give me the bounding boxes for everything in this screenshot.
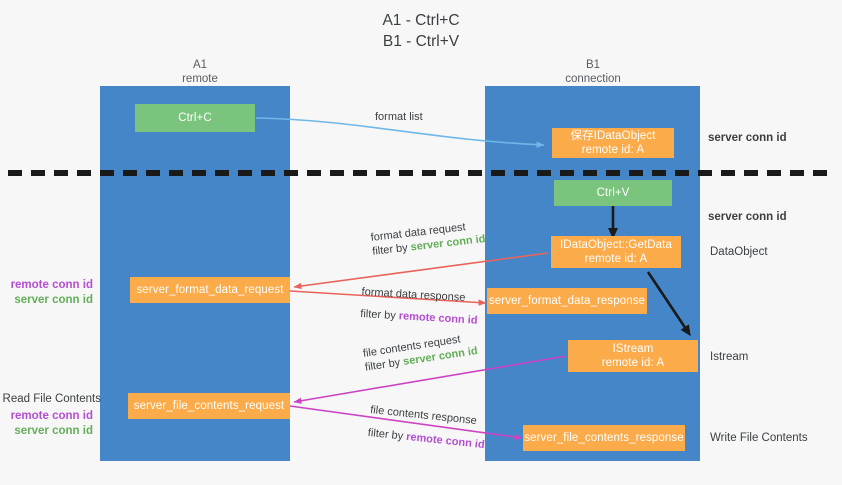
box-ctrl-v[interactable]: Ctrl+V <box>554 180 672 206</box>
label-read-file-contents: Read File Contents <box>2 393 101 405</box>
lane-a1-role: remote <box>182 73 218 85</box>
box-ctrl-v-label: Ctrl+V <box>596 187 630 199</box>
label-file-server-conn-id: server conn id <box>14 425 93 437</box>
lane-a1-name: A1 <box>192 59 208 71</box>
box-istream[interactable]: IStream remote id: A <box>568 340 698 372</box>
box-server-format-data-response-label: server_format_data_response <box>488 295 646 307</box>
lane-b1-name: B1 <box>585 59 601 71</box>
label-istream: Istream <box>710 351 749 363</box>
lane-header-a1: A1 remote <box>135 58 265 86</box>
box-server-file-contents-request-label: server_file_contents_request <box>133 400 285 412</box>
label-file-conn-block: remote conn id server conn id <box>0 409 93 439</box>
box-ctrl-c[interactable]: Ctrl+C <box>135 104 255 132</box>
label-format-server-conn-id: server conn id <box>14 294 93 306</box>
lane-b1-role: connection <box>565 73 621 85</box>
arrow-file-contents-response <box>289 405 523 441</box>
arrow-format-list <box>255 117 545 148</box>
label-server-conn-id-mid: server conn id <box>708 211 787 223</box>
box-istream-line2: remote id: A <box>601 357 665 369</box>
box-server-file-contents-response-label: server_file_contents_response <box>524 432 684 444</box>
caption-format-data-response: format data response filter by remote co… <box>360 285 479 328</box>
arrow-getdata-to-istream <box>646 271 691 337</box>
label-format-remote-conn-id: remote conn id <box>10 279 93 291</box>
box-idataobject-line2: remote id: A <box>581 144 645 156</box>
label-format-conn-block: remote conn id server conn id <box>0 278 93 308</box>
box-idataobject-line1: 保存IDataObject <box>570 130 656 142</box>
label-dataobject: DataObject <box>710 246 768 258</box>
box-getdata[interactable]: IDataObject::GetData remote id: A <box>551 236 681 268</box>
box-server-file-contents-response[interactable]: server_file_contents_response <box>523 425 685 451</box>
box-istream-line1: IStream <box>612 343 654 355</box>
label-server-conn-id-top: server conn id <box>708 132 787 144</box>
box-server-file-contents-request[interactable]: server_file_contents_request <box>128 393 290 419</box>
box-ctrl-c-label: Ctrl+C <box>178 112 212 124</box>
caption-file-contents-response-prefix: filter by <box>367 426 407 443</box>
arrow-format-data-request <box>293 252 549 290</box>
box-getdata-line2: remote id: A <box>584 253 648 265</box>
box-server-format-data-response[interactable]: server_format_data_response <box>487 288 647 314</box>
label-write-file-contents: Write File Contents <box>710 432 808 444</box>
box-server-format-data-request[interactable]: server_format_data_request <box>130 277 290 303</box>
arrow-format-data-response <box>289 290 487 306</box>
caption-format-data-response-prefix: filter by <box>359 307 400 323</box>
box-getdata-line1: IDataObject::GetData <box>560 239 672 251</box>
page-title: A1 - Ctrl+C B1 - Ctrl+V <box>0 10 842 52</box>
title-line-1: A1 - Ctrl+C <box>382 12 460 29</box>
lane-header-b1: B1 connection <box>528 58 658 86</box>
title-line-2: B1 - Ctrl+V <box>382 33 460 50</box>
box-idataobject[interactable]: 保存IDataObject remote id: A <box>552 128 674 158</box>
caption-format-list: format list <box>375 111 423 123</box>
arrow-file-contents-request <box>293 355 567 404</box>
label-file-remote-conn-id: remote conn id <box>10 410 93 422</box>
box-server-format-data-request-label: server_format_data_request <box>136 284 284 296</box>
